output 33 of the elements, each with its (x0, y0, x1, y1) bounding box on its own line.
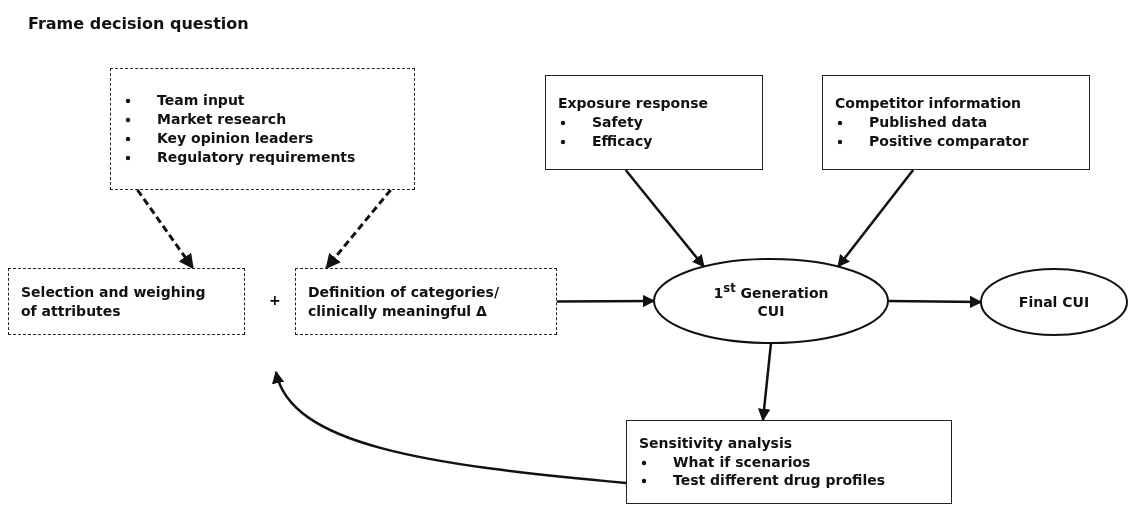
list-item: Team input (157, 92, 245, 109)
list-item: What if scenarios (673, 453, 811, 470)
arrow (888, 295, 983, 309)
dashed-box (8, 268, 245, 335)
box-label: Definition of categories/ clinically meaningful Δ (308, 282, 500, 321)
process-box (626, 420, 952, 504)
title: Frame decision question (28, 14, 249, 33)
list-item: Efficacy (592, 132, 653, 149)
list-item: Test different drug profiles (673, 472, 885, 489)
curved-arrow (273, 370, 627, 485)
box-heading: Exposure response (558, 94, 709, 114)
list-item: Key opinion leaders (157, 130, 314, 146)
dashed-arrow (136, 189, 195, 270)
box-heading: Sensitivity analysis (639, 433, 794, 453)
arrow (557, 294, 656, 308)
arrow (757, 342, 773, 422)
list-item: Safety (592, 114, 643, 131)
process-box (822, 75, 1090, 170)
arrow (837, 169, 915, 268)
list-item: Regulatory requirements (157, 148, 356, 165)
plus-sign: + (269, 292, 281, 308)
box-label: Selection and weighing of attributes (21, 282, 207, 321)
list-item: Published data (869, 114, 988, 131)
list-item: Market research (157, 111, 287, 128)
process-box (545, 75, 763, 170)
node-label: Final CUI (1018, 292, 1090, 312)
list-item: Positive comparator (869, 132, 1029, 149)
arrow (624, 169, 705, 268)
dashed-box (295, 268, 557, 335)
dashed-arrow (325, 189, 392, 270)
dashed-box (110, 68, 415, 190)
box-heading: Competitor information (835, 94, 1023, 114)
node-label: 1$^{st}$ Generation CUI (712, 280, 830, 322)
